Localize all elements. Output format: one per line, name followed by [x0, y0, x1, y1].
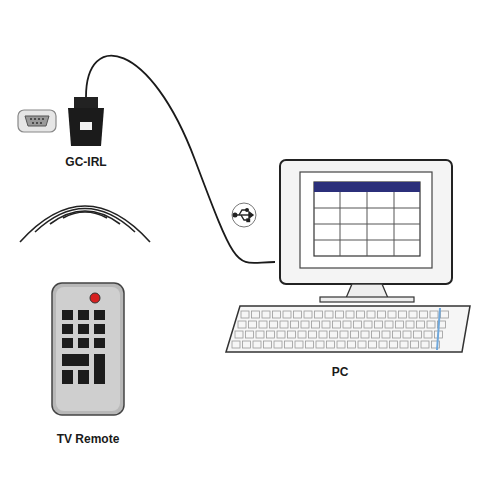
- device-label: GC-IRL: [65, 155, 106, 169]
- keyboard-key: [291, 321, 299, 328]
- keyboard-key: [315, 311, 323, 318]
- keyboard-key: [424, 331, 432, 338]
- keyboard-key: [390, 341, 398, 348]
- keyboard-key: [241, 311, 249, 318]
- pc-illustration: [226, 160, 470, 352]
- usb-icon: [232, 203, 256, 227]
- keyboard-key: [280, 321, 288, 328]
- keyboard-key: [274, 341, 282, 348]
- keyboard-key: [358, 341, 366, 348]
- device-node: PC: [275, 158, 470, 386]
- keyboard-key: [249, 321, 257, 328]
- keyboard-key: [232, 341, 240, 348]
- keyboard-key: [288, 331, 296, 338]
- keyboard-key: [420, 311, 428, 318]
- keyboard-key: [351, 331, 359, 338]
- serial-port-icon: [18, 110, 56, 132]
- keyboard-key: [427, 321, 435, 328]
- device-node: GC-IRL: [62, 97, 110, 177]
- keyboard-key: [256, 331, 264, 338]
- keyboard-key: [304, 311, 312, 318]
- keyboard-key: [336, 311, 344, 318]
- keyboard-key: [409, 311, 417, 318]
- keyboard-key: [388, 311, 396, 318]
- keyboard-key: [238, 321, 246, 328]
- keyboard-key: [306, 341, 314, 348]
- keyboard-key: [316, 341, 324, 348]
- keyboard-key: [277, 331, 285, 338]
- keyboard-key: [393, 331, 401, 338]
- keyboard-key: [378, 311, 386, 318]
- keyboard-key: [259, 321, 267, 328]
- gc-irl-device: [68, 97, 104, 146]
- keyboard-key: [403, 331, 411, 338]
- keyboard-key: [385, 321, 393, 328]
- keyboard-key: [325, 311, 333, 318]
- keyboard-key: [367, 311, 375, 318]
- keyboard-key: [246, 331, 254, 338]
- keyboard-key: [396, 321, 404, 328]
- keyboard-key: [283, 311, 291, 318]
- keyboard-key: [354, 321, 362, 328]
- keyboard-key: [417, 321, 425, 328]
- keyboard-key: [369, 341, 377, 348]
- keyboard-key: [285, 341, 293, 348]
- keyboard-key: [243, 341, 251, 348]
- keyboard-key: [262, 311, 270, 318]
- keyboard-key: [361, 331, 369, 338]
- keyboard-key: [309, 331, 317, 338]
- device-label: PC: [332, 365, 349, 379]
- keyboard-key: [382, 331, 390, 338]
- keyboard-key: [421, 341, 429, 348]
- infrared-waves: [20, 206, 150, 242]
- keyboard-key: [298, 331, 306, 338]
- keyboard-key: [414, 331, 422, 338]
- keyboard-key: [252, 311, 260, 318]
- cable: [86, 56, 275, 263]
- keyboard-key: [319, 331, 327, 338]
- keyboard-key: [379, 341, 387, 348]
- keyboard-key: [441, 311, 449, 318]
- keyboard-key: [273, 311, 281, 318]
- keyboard-key: [406, 321, 414, 328]
- keyboard-key: [399, 311, 407, 318]
- keyboard-key: [264, 341, 272, 348]
- keyboard-key: [337, 341, 345, 348]
- keyboard-key: [301, 321, 309, 328]
- keyboard-key: [333, 321, 341, 328]
- device-label: TV Remote: [57, 432, 120, 446]
- tv-remote: [52, 283, 124, 415]
- keyboard-key: [375, 321, 383, 328]
- keyboard-key: [364, 321, 372, 328]
- keyboard-key: [330, 331, 338, 338]
- keyboard-key: [357, 311, 365, 318]
- keyboard-key: [322, 321, 330, 328]
- keyboard-key: [430, 311, 438, 318]
- keyboard-key: [411, 341, 419, 348]
- keyboard-key: [253, 341, 261, 348]
- keyboard-key: [294, 311, 302, 318]
- keyboard-key: [267, 331, 275, 338]
- keyboard-key: [343, 321, 351, 328]
- keyboard-key: [295, 341, 303, 348]
- keyboard-key: [235, 331, 243, 338]
- keyboard-key: [346, 311, 354, 318]
- keyboard-key: [340, 331, 348, 338]
- keyboard-key: [372, 331, 380, 338]
- device-node: TV Remote: [40, 280, 140, 450]
- keyboard-key: [312, 321, 320, 328]
- keyboard-key: [400, 341, 408, 348]
- keyboard-key: [348, 341, 356, 348]
- keyboard-key: [270, 321, 278, 328]
- keyboard-key: [327, 341, 335, 348]
